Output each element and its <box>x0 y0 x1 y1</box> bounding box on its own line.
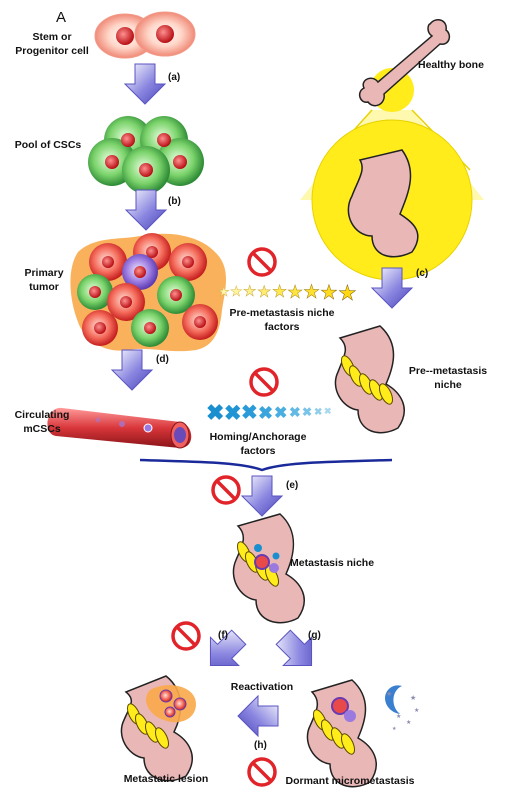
svg-text:✖: ✖ <box>241 402 258 424</box>
bone-magnified <box>311 119 473 281</box>
csc-pool <box>88 116 204 194</box>
svg-text:★: ★ <box>218 284 230 299</box>
bone-icon <box>358 19 451 112</box>
star-icon: ★ ★ ★ ★ ★ ★ <box>386 690 419 732</box>
svg-text:★: ★ <box>386 690 392 698</box>
prohibition-sign-icon <box>171 621 201 651</box>
svg-text:★: ★ <box>257 284 271 301</box>
reactivation-label: Reactivation <box>231 681 293 693</box>
prohibition-sign-icon <box>211 475 241 505</box>
down-arrow-icon <box>125 189 167 231</box>
premet-niche <box>334 325 405 434</box>
met-lesion-label: Metastatic lesion <box>124 773 209 785</box>
circ-label-line2: mCSCs <box>23 423 61 435</box>
premet-factors-line1: Pre-metastasis niche <box>229 307 334 319</box>
primary-label-line2: tumor <box>29 281 59 293</box>
blood-vessel <box>47 407 192 449</box>
met-niche-label: Metastasis niche <box>290 557 374 569</box>
step-b: (b) <box>168 196 181 207</box>
step-a: (a) <box>168 72 180 83</box>
svg-text:✖: ✖ <box>314 407 322 418</box>
step-e: (e) <box>286 480 298 491</box>
svg-text:★: ★ <box>406 719 411 726</box>
svg-text:✖: ✖ <box>324 406 332 416</box>
premet-factors-line2: factors <box>264 321 299 333</box>
homing-factors: ✖ ✖ ✖ ✖ ✖ ✖ ✖ ✖ ✖ <box>206 400 332 425</box>
homing-label-line1: Homing/Anchorage <box>210 431 307 443</box>
svg-text:★: ★ <box>392 726 397 732</box>
prohibition-sign-icon <box>249 367 279 397</box>
dormant-label: Dormant micrometastasis <box>286 775 415 787</box>
stem-cells <box>94 11 196 59</box>
homing-label-line2: factors <box>240 445 275 457</box>
stem-label-line1: Stem or <box>32 31 71 43</box>
svg-text:✖: ✖ <box>289 404 301 420</box>
down-arrow-icon <box>209 629 247 667</box>
down-arrow-icon <box>275 629 313 667</box>
step-f: (f) <box>218 630 228 641</box>
svg-text:✖: ✖ <box>206 400 224 425</box>
down-arrow-icon <box>241 475 283 517</box>
circ-label-line1: Circulating <box>15 409 70 421</box>
step-g: (g) <box>308 630 321 641</box>
svg-text:★: ★ <box>396 713 401 720</box>
premet-niche-line2: niche <box>434 379 462 391</box>
svg-text:✖: ✖ <box>224 402 242 425</box>
primary-label-line1: Primary <box>24 267 63 279</box>
healthy-bone-label: Healthy bone <box>418 59 484 71</box>
brace <box>139 458 393 472</box>
metastatic-lesion <box>120 675 196 782</box>
stem-label-line2: Progenitor cell <box>15 45 89 57</box>
down-arrow-icon <box>111 349 153 391</box>
step-h: (h) <box>254 740 267 751</box>
svg-text:★: ★ <box>303 282 320 303</box>
svg-text:★: ★ <box>410 694 416 702</box>
svg-text:✖: ✖ <box>258 403 273 423</box>
svg-text:✖: ✖ <box>302 405 312 419</box>
svg-text:★: ★ <box>272 282 287 301</box>
svg-text:✖: ✖ <box>274 405 287 422</box>
left-arrow-icon <box>237 694 279 738</box>
step-c: (c) <box>416 268 428 279</box>
primary-tumor <box>70 233 226 352</box>
svg-text:★: ★ <box>414 707 419 714</box>
prohibition-sign-icon <box>247 247 277 277</box>
svg-text:★: ★ <box>338 282 357 305</box>
pool-label: Pool of CSCs <box>15 139 82 151</box>
premet-factor-stars: ★ ★ ★ ★ ★ ★ ★ ★ ★ <box>218 282 357 306</box>
panel-letter: A <box>56 9 66 26</box>
metastasis-niche <box>232 513 305 624</box>
step-d: (d) <box>156 354 169 365</box>
prohibition-sign-icon <box>247 757 277 787</box>
moon-icon <box>385 685 402 714</box>
svg-text:★: ★ <box>230 283 243 299</box>
down-arrow-icon <box>124 63 166 105</box>
premet-niche-line1: Pre--metastasis <box>409 365 487 377</box>
dormant-micrometastasis: ★ ★ ★ ★ ★ ★ <box>306 679 419 788</box>
svg-text:★: ★ <box>320 282 338 304</box>
svg-text:★: ★ <box>243 283 256 300</box>
svg-text:★: ★ <box>287 282 303 302</box>
